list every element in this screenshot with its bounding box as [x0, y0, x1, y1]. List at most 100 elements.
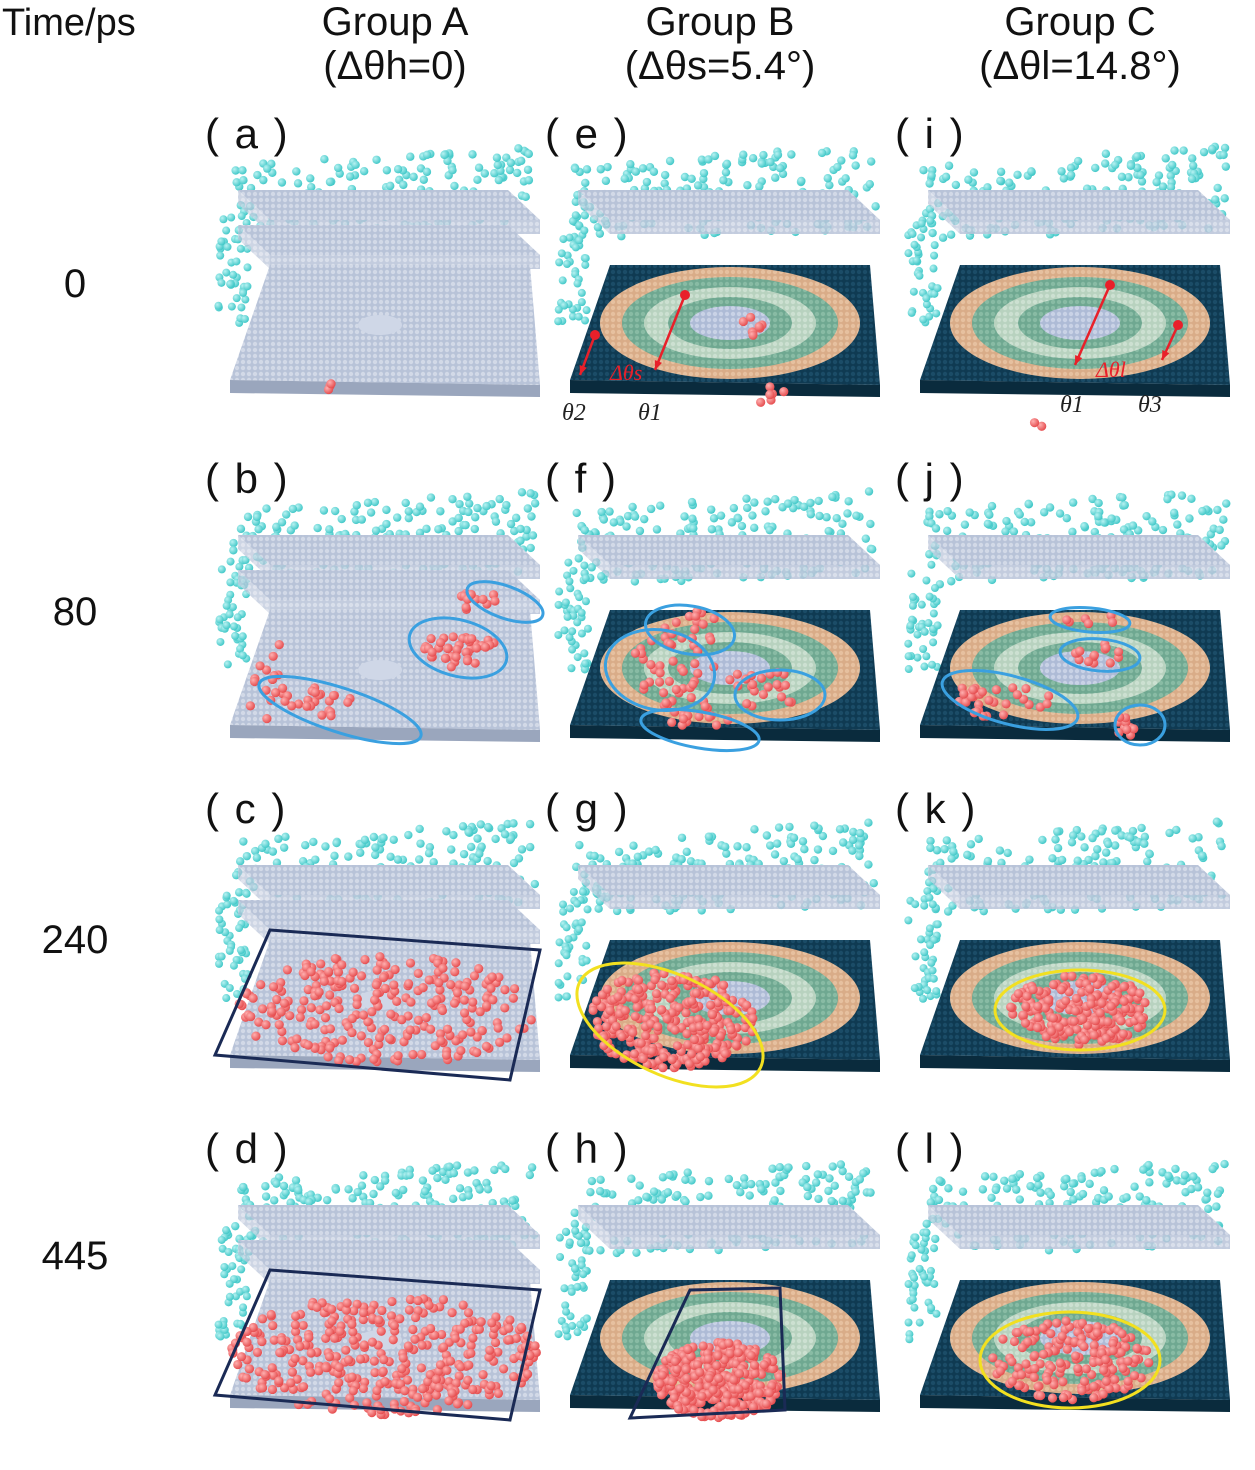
- solvent-atom: [742, 843, 751, 852]
- solvent-atom: [422, 150, 432, 160]
- solvent-atom: [559, 907, 568, 916]
- adsorbate-atom: [695, 1052, 705, 1062]
- solvent-atom: [633, 852, 643, 861]
- solvent-atom: [241, 1285, 250, 1294]
- solvent-atom: [216, 637, 225, 646]
- solvent-atom: [964, 175, 973, 184]
- adsorbate-atom: [370, 1367, 380, 1378]
- solvent-atom: [909, 287, 918, 296]
- adsorbate-atom: [274, 1020, 284, 1030]
- solvent-atom: [1078, 1189, 1088, 1199]
- adsorbate-atom: [988, 1353, 998, 1363]
- adsorbate-atom: [741, 1036, 751, 1046]
- adsorbate-atom: [439, 1342, 449, 1352]
- solvent-atom: [491, 517, 501, 526]
- solvent-atom: [686, 857, 696, 866]
- solvent-atom: [236, 644, 245, 653]
- adsorbate-atom: [367, 1007, 377, 1017]
- adsorbate-atom: [693, 1360, 703, 1370]
- solvent-atom: [851, 161, 860, 170]
- adsorbate-atom: [1078, 1014, 1088, 1024]
- adsorbate-atom: [694, 1382, 704, 1392]
- solvent-atom: [813, 845, 823, 854]
- solvent-atom: [927, 560, 936, 569]
- adsorbate-atom: [337, 1035, 347, 1045]
- adsorbate-atom: [463, 1375, 473, 1385]
- solvent-atom: [586, 1187, 595, 1197]
- adsorbate-atom: [356, 1031, 366, 1041]
- adsorbate-atom: [709, 1026, 719, 1036]
- upper-slab-side: [928, 535, 960, 579]
- solvent-atom: [222, 601, 231, 610]
- solvent-atom: [511, 513, 521, 523]
- solvent-atom: [1088, 494, 1097, 504]
- solvent-atom: [704, 832, 714, 841]
- adsorbate-atom: [274, 640, 284, 650]
- solvent-atom: [231, 166, 240, 175]
- solvent-atom: [822, 513, 831, 522]
- solvent-atom: [910, 984, 919, 993]
- solvent-atom: [991, 1185, 1000, 1195]
- solvent-atom: [233, 989, 242, 998]
- adsorbate-atom: [1079, 1376, 1090, 1386]
- solvent-atom: [987, 1193, 996, 1202]
- solvent-atom: [1199, 147, 1209, 157]
- solvent-atom: [793, 855, 802, 864]
- solvent-atom: [477, 842, 486, 851]
- adsorbate-atom: [306, 1367, 316, 1377]
- solvent-atom: [1039, 508, 1049, 517]
- solvent-atom: [1053, 843, 1063, 853]
- adsorbate-atom: [451, 652, 461, 662]
- adsorbate-atom: [1009, 1336, 1020, 1347]
- solvent-atom: [581, 254, 590, 263]
- adsorbate-atom: [508, 993, 518, 1003]
- adsorbate-atom: [671, 617, 681, 627]
- solvent-atom: [463, 1168, 473, 1177]
- adsorbate-atom: [995, 1366, 1005, 1376]
- adsorbate-atom: [698, 1341, 708, 1351]
- solvent-atom: [509, 858, 519, 868]
- solvent-atom: [609, 518, 618, 527]
- adsorbate-atom: [725, 1348, 735, 1359]
- solvent-atom: [983, 856, 993, 866]
- solvent-atom: [944, 1184, 953, 1193]
- solvent-atom: [301, 840, 310, 850]
- solvent-atom: [231, 631, 240, 640]
- solvent-atom: [830, 1181, 839, 1191]
- adsorbate-atom: [647, 1004, 657, 1014]
- solvent-atom: [660, 179, 669, 188]
- adsorbate-atom: [449, 998, 460, 1008]
- adsorbate-atom: [486, 983, 496, 994]
- upper-slab: [578, 190, 880, 220]
- solvent-atom: [570, 1219, 579, 1229]
- adsorbate-atom: [670, 1356, 680, 1367]
- solvent-atom: [772, 839, 782, 848]
- solvent-atom: [1132, 152, 1142, 161]
- adsorbate-atom: [617, 1032, 627, 1042]
- upper-slab-edge: [610, 565, 880, 579]
- adsorbate-atom: [461, 647, 471, 657]
- solvent-atom: [227, 213, 236, 222]
- solvent-atom: [1069, 1195, 1078, 1204]
- adsorbate-atom: [764, 1388, 774, 1398]
- adsorbate-atom: [387, 1296, 397, 1307]
- adsorbate-atom: [658, 1063, 668, 1073]
- solvent-atom: [773, 150, 783, 160]
- adsorbate-atom: [435, 1360, 446, 1370]
- solvent-atom: [733, 514, 743, 523]
- adsorbate-atom: [689, 1034, 700, 1045]
- adsorbate-atom: [349, 983, 360, 993]
- adsorbate-atom: [299, 996, 309, 1006]
- panel-label-e: ( e ): [545, 110, 630, 157]
- solvent-atom: [869, 879, 878, 888]
- adsorbate-atom: [1111, 1383, 1121, 1393]
- solvent-atom: [743, 181, 752, 190]
- solvent-atom: [415, 855, 424, 864]
- solvent-atom: [281, 1188, 290, 1197]
- solvent-atom: [904, 652, 913, 661]
- adsorbate-atom: [435, 1029, 446, 1039]
- adsorbate-atom: [628, 1027, 638, 1038]
- solvent-atom: [835, 825, 845, 834]
- solvent-atom: [1165, 828, 1174, 838]
- solvent-atom: [433, 1173, 442, 1183]
